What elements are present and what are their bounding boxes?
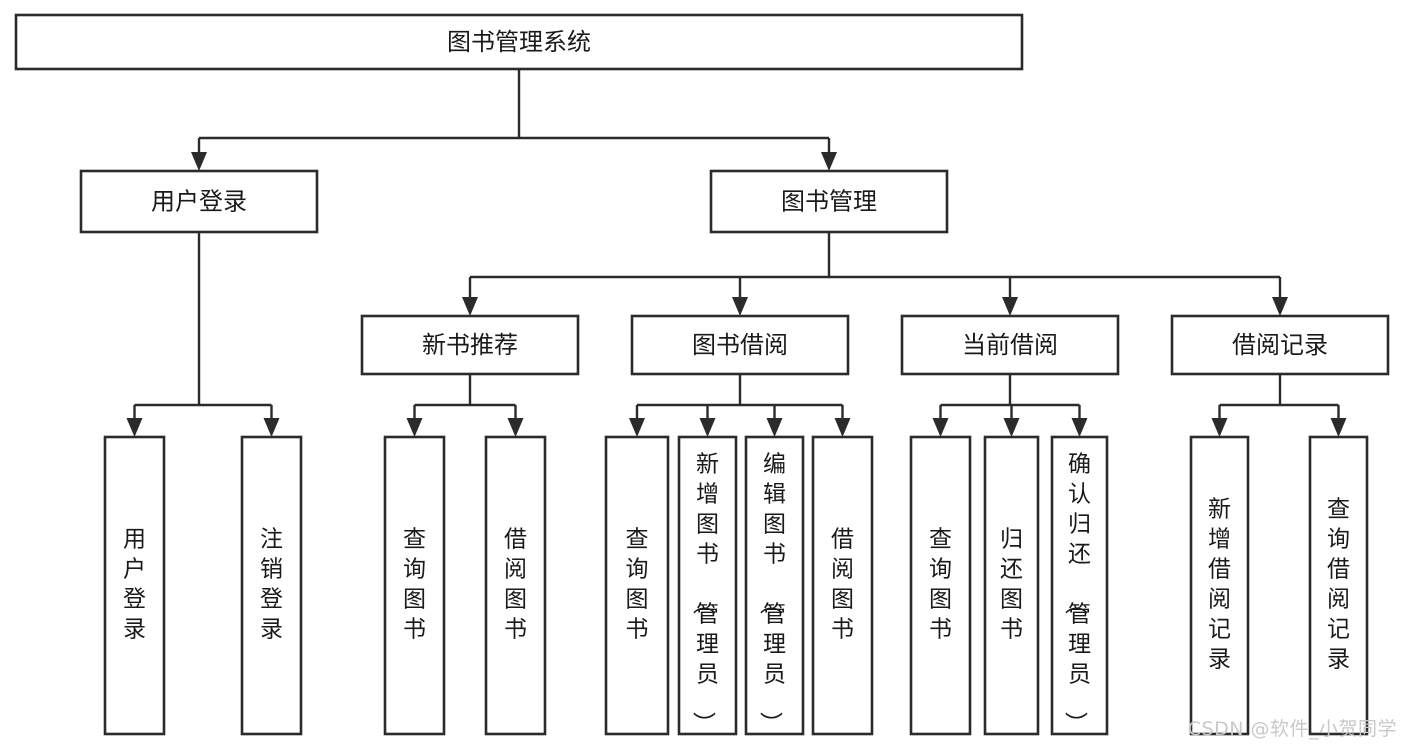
leaf-node-label: 查询借阅记录 [1327,497,1350,673]
leaf-node-rect[interactable] [909,435,972,736]
node-layer: 图书管理系统用户登录图书管理新书推荐图书借阅当前借阅借阅记录用户登录注销登录查询… [14,13,1390,736]
arrow-head-icon-leaf-2 [406,418,423,437]
arrow-head-icon-level2-0 [191,152,207,171]
leaf-node-label: 查询图书 [929,527,952,643]
leaf-node-12[interactable]: 查询借阅记录 [1308,435,1369,736]
level2-node-label: 用户登录 [151,188,247,216]
leaf-node-rect[interactable] [1308,435,1369,736]
level2-node-rect[interactable] [709,169,949,234]
leaf-node-rect[interactable] [484,435,547,736]
level3-node-label: 图书借阅 [692,331,788,359]
level3-node-rect[interactable] [630,314,850,376]
leaf-node-rect[interactable] [604,435,670,736]
leaf-node-label: 归还图书 [1000,527,1023,643]
leaf-node-rect[interactable] [1189,435,1250,736]
leaf-node-7[interactable]: 借阅图书 [811,435,874,736]
leaf-node-rect[interactable] [103,435,166,736]
leaf-node-label: 新增图书（管理员） [690,452,719,735]
leaf-node-10[interactable]: 确认归还（管理员） [1050,435,1109,736]
arrow-head-icon-leaf-3 [507,418,524,437]
level2-node-rect[interactable] [79,169,319,234]
arrow-head-icon-level2-1 [821,152,837,171]
arrow-head-icon-leaf-5 [699,418,716,437]
leaf-node-label: 查询图书 [403,527,426,643]
csdn-watermark: CSDN @软件_小贺同学 [1187,718,1397,740]
arrow-head-icon-level3-1 [732,297,748,316]
leaf-node-label: 新增借阅记录 [1208,497,1231,673]
leaf-node-11[interactable]: 新增借阅记录 [1189,435,1250,736]
level3-node-0[interactable]: 新书推荐 [360,314,580,376]
level3-node-rect[interactable] [1170,314,1390,376]
leaf-node-3[interactable]: 借阅图书 [484,435,547,736]
leaf-node-8[interactable]: 查询图书 [909,435,972,736]
connector-layer [126,69,1347,437]
arrow-head-icon-leaf-7 [834,418,851,437]
leaf-node-label: 借阅图书 [831,527,854,643]
leaf-node-1[interactable]: 注销登录 [240,435,303,736]
arrow-head-icon-leaf-6 [766,418,783,437]
level3-node-rect[interactable] [360,314,580,376]
level2-node-label: 图书管理 [781,188,877,216]
arrow-head-icon-leaf-9 [1003,418,1020,437]
level3-node-label: 当前借阅 [962,331,1058,359]
leaf-node-label: 查询图书 [626,527,649,643]
level2-node-0[interactable]: 用户登录 [79,169,319,234]
arrow-head-icon-leaf-8 [932,418,949,437]
arrow-head-icon-level3-3 [1272,297,1288,316]
leaf-node-6[interactable]: 编辑图书（管理员） [744,435,805,736]
level3-node-label: 新书推荐 [422,331,518,359]
leaf-node-4[interactable]: 查询图书 [604,435,670,736]
arrow-head-icon-leaf-11 [1211,418,1228,437]
level3-node-2[interactable]: 当前借阅 [900,314,1120,376]
leaf-node-label: 确认归还（管理员） [1062,452,1091,735]
leaf-node-9[interactable]: 归还图书 [983,435,1040,736]
root-node-label: 图书管理系统 [447,28,591,56]
leaf-node-rect[interactable] [744,435,805,736]
level2-node-1[interactable]: 图书管理 [709,169,949,234]
level3-node-3[interactable]: 借阅记录 [1170,314,1390,376]
leaf-node-2[interactable]: 查询图书 [383,435,446,736]
leaf-node-rect[interactable] [240,435,303,736]
leaf-node-rect[interactable] [677,435,738,736]
arrow-head-icon-level3-2 [1002,297,1018,316]
arrow-head-icon-leaf-0 [126,418,143,437]
level3-node-label: 借阅记录 [1232,331,1328,359]
arrow-head-icon-leaf-12 [1330,418,1347,437]
leaf-node-rect[interactable] [1050,435,1109,736]
leaf-node-rect[interactable] [383,435,446,736]
level3-node-1[interactable]: 图书借阅 [630,314,850,376]
leaf-node-5[interactable]: 新增图书（管理员） [677,435,738,736]
leaf-node-label: 注销登录 [260,527,283,643]
arrow-head-icon-leaf-4 [629,418,645,437]
arrow-head-icon-leaf-10 [1071,418,1088,437]
leaf-node-label: 编辑图书（管理员） [757,452,786,735]
leaf-node-label: 用户登录 [123,527,146,643]
leaf-node-rect[interactable] [811,435,874,736]
leaf-node-rect[interactable] [983,435,1040,736]
root-node-0[interactable]: 图书管理系统 [14,13,1024,71]
arrow-head-icon-level3-0 [462,297,478,316]
leaf-node-0[interactable]: 用户登录 [103,435,166,736]
level3-node-rect[interactable] [900,314,1120,376]
leaf-node-label: 借阅图书 [504,527,527,643]
arrow-head-icon-leaf-1 [263,418,280,437]
root-node-rect[interactable] [14,13,1024,71]
